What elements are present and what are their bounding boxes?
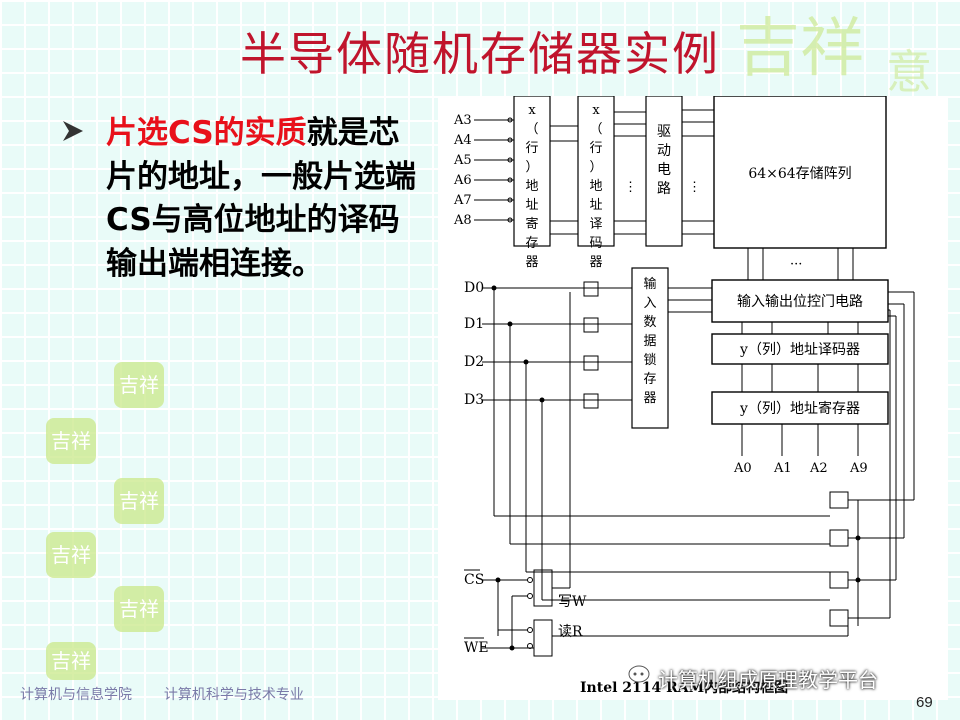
svg-text:吉祥: 吉祥 <box>736 12 864 86</box>
data-line-label: D3 <box>464 392 484 408</box>
seal-logo: 吉祥 <box>46 418 96 464</box>
cs-label: CS <box>464 572 484 588</box>
column-address-inputs: A0 A1 A2 A9 <box>733 461 868 476</box>
y-address-register <box>711 391 889 425</box>
y-register-label: y（列）地址寄存器 <box>739 400 860 417</box>
svg-text:意: 意 <box>886 45 932 92</box>
seal-logo: 吉祥 <box>46 642 96 680</box>
column-address-label: A9 <box>849 461 868 476</box>
ellipsis-vertical: ⋮ <box>624 180 637 195</box>
bullet-point: 片选CS的实质就是芯片的地址，一般片选端CS与高位地址的译码输出端相连接。 <box>60 112 430 286</box>
svg-text:吉祥: 吉祥 <box>51 429 91 453</box>
arrow-bullet-icon <box>63 121 83 141</box>
watermark-text: 计算机组成原理教学平台 <box>658 668 878 692</box>
read-label: 读R <box>558 623 583 640</box>
ellipsis-horizontal: ··· <box>790 257 802 272</box>
input-data-latch <box>631 267 669 429</box>
x-register-label: x（行）地址寄存器 <box>525 103 538 270</box>
svg-text:吉祥: 吉祥 <box>119 489 159 513</box>
address-input-label: A4 <box>453 133 472 148</box>
memory-array <box>713 96 887 249</box>
svg-text:吉祥: 吉祥 <box>51 543 91 567</box>
output-buffer <box>829 571 849 589</box>
write-gate <box>533 569 553 607</box>
seal-logo: 吉祥 <box>114 586 164 632</box>
slide-title: 半导体随机存储器实例 <box>240 27 720 81</box>
address-input-label: A3 <box>453 113 472 128</box>
input-buffer <box>583 281 599 297</box>
we-label: WE <box>464 640 489 656</box>
y-decoder-label: y（列）地址译码器 <box>739 342 860 358</box>
address-input-label: A8 <box>453 213 472 228</box>
column-address-label: A0 <box>733 461 752 476</box>
bullet-highlight: 片选CS的实质 <box>106 115 307 151</box>
footer-school: 计算机与信息学院 <box>20 686 132 702</box>
chat-bubble-icon <box>628 665 650 683</box>
input-buffer <box>583 355 599 371</box>
output-buffer <box>829 609 849 627</box>
input-latch-label: 输入数据锁存器 <box>643 276 656 406</box>
seal-logo: 吉祥 <box>114 478 164 524</box>
output-buffer <box>829 491 849 509</box>
address-input-label: A7 <box>453 193 472 208</box>
x-address-decoder <box>577 96 615 247</box>
column-address-label: A1 <box>773 461 792 476</box>
svg-text:吉祥: 吉祥 <box>119 373 159 397</box>
io-control-label: 输入输出位控门电路 <box>737 294 863 310</box>
data-line-label: D2 <box>464 354 484 370</box>
page-number: 69 <box>916 694 933 711</box>
ellipsis-vertical: ⋮ <box>688 180 701 195</box>
slide-footer: 计算机与信息学院 计算机科学与技术专业 <box>20 684 332 704</box>
footer-major: 计算机科学与技术专业 <box>163 686 304 702</box>
input-buffer <box>583 317 599 333</box>
seal-logo: 吉祥 <box>114 362 164 408</box>
bullet-text: 片选CS的实质就是芯片的地址，一般片选端CS与高位地址的译码输出端相连接。 <box>106 112 430 286</box>
svg-text:吉祥: 吉祥 <box>119 597 159 621</box>
address-input-label: A5 <box>453 153 472 168</box>
driver-circuit <box>645 96 683 247</box>
y-address-decoder <box>711 333 889 365</box>
read-gate <box>533 619 553 657</box>
input-buffer <box>583 393 599 409</box>
x-decoder-label: x（行）地址译码器 <box>589 103 602 270</box>
output-buffer <box>829 529 849 547</box>
memory-array-label: 64×64存储阵列 <box>748 166 851 182</box>
diagram-caption: Intel 2114 RAM内部结构框图 <box>580 679 788 696</box>
write-label: 写W <box>558 594 587 610</box>
address-input-label: A6 <box>453 173 472 188</box>
column-address-label: A2 <box>809 461 828 476</box>
io-control-gate <box>711 279 889 323</box>
driver-label: 驱动电路 <box>657 124 671 197</box>
corner-calligraphy-logo: 吉祥意 <box>736 12 932 92</box>
seal-logo: 吉祥 <box>46 532 96 578</box>
svg-text:吉祥: 吉祥 <box>51 649 91 673</box>
bullet-body: 就是芯片的地址，一般片选端CS与高位地址的译码输出端相连接。 <box>106 115 416 282</box>
x-address-register <box>513 96 551 247</box>
data-line-label: D1 <box>464 316 484 332</box>
data-line-label: D0 <box>464 280 484 296</box>
